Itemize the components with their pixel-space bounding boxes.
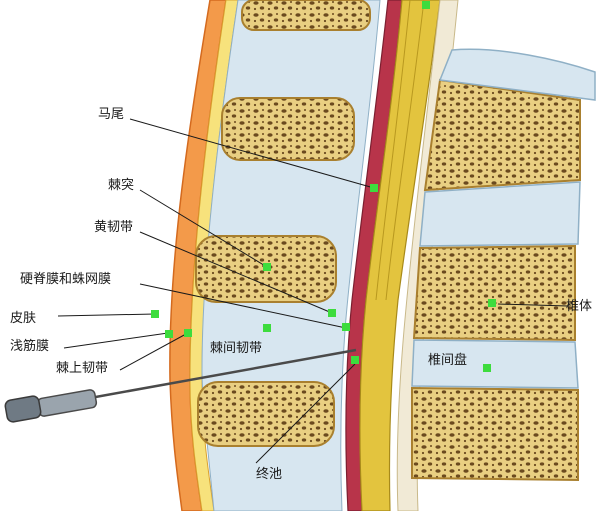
label-cauda-equina: 马尾 <box>98 107 124 122</box>
spinous-process-2 <box>221 97 355 161</box>
label-superficial-fascia: 浅筋膜 <box>10 338 49 354</box>
label-dura-arachnoid: 硬脊膜和蛛网膜 <box>20 272 111 287</box>
label-interspinous-ligament: 棘间韧带 <box>210 341 262 356</box>
label-ligamentum-flavum: 黄韧带 <box>94 220 133 235</box>
label-vertebral-body: 椎体 <box>566 299 592 314</box>
label-terminal-cistern: 终池 <box>256 466 282 482</box>
intervertebral-disc-2 <box>419 181 581 247</box>
leader-lines <box>57 118 569 464</box>
vertebral-body-1 <box>423 78 581 192</box>
label-intervertebral-disc: 椎间盘 <box>428 352 467 368</box>
label-supraspinous-ligament: 棘上韧带 <box>56 361 108 376</box>
spinous-process-4 <box>197 381 335 447</box>
intervertebral-disc-3 <box>411 339 579 389</box>
spinal-needle-icon <box>4 348 357 423</box>
markers <box>151 1 496 372</box>
cauda-equina <box>359 0 441 511</box>
vertebral-body-3 <box>411 386 579 482</box>
spinous-process-1 <box>241 0 371 31</box>
label-skin: 皮肤 <box>10 311 36 326</box>
intervertebral-disc-1 <box>438 48 596 101</box>
label-spinous-process: 棘突 <box>108 177 134 193</box>
vertebral-body-2 <box>412 244 576 342</box>
